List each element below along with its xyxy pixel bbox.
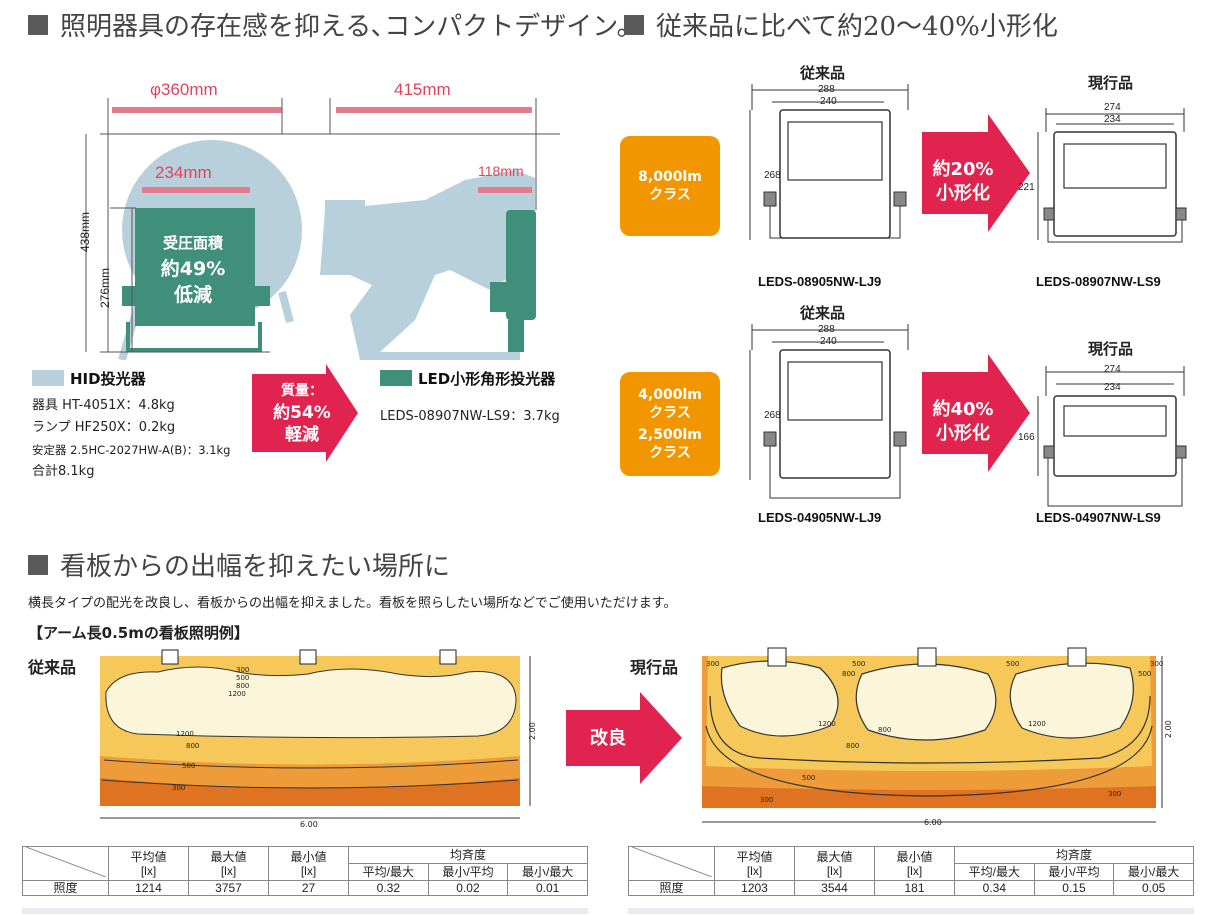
old-model-row1: LEDS-08905NW-LJ9 [758,274,882,289]
dim-width-234: 234mm [155,163,212,182]
improve-label: 改良 [590,728,626,749]
old-illuminance-table: 平均値[lx] 最大値[lx] 最小値[lx] 均斉度 平均/最大 最小/平均 … [22,846,588,896]
square-bullet-icon [28,554,48,575]
dim-diameter: φ360mm [150,80,218,99]
signboard-description: 横長タイプの配光を改良し、看板からの出幅を抑えました。看板を照らしたい場所などで… [28,596,677,611]
led-side-silhouette [506,210,536,320]
led-spec: LEDS-08907NW-LS9：3.7kg [380,409,560,424]
area-reduction-note: 受圧面積 約49% 低減 [160,234,226,306]
new-fixture-drawing-row2 [1037,366,1187,507]
square-bullet-icon [624,14,644,35]
old-label-row1: 従来品 [800,64,846,82]
square-bullet-icon [28,14,48,35]
section-title-comparison: 従来品に比べて約20〜40%小形化 [624,6,1058,43]
new-model-row1: LEDS-08907NW-LS9 [1036,274,1161,289]
old-model-row2: LEDS-04905NW-LJ9 [758,510,882,525]
new-label-row1: 現行品 [1088,74,1134,92]
old-fixture-drawing-row1 [749,84,909,240]
old-fixture-drawing-row2 [749,324,909,499]
dim-height-438: 438mm [78,211,92,252]
dim-depth-118: 118mm [478,163,524,179]
led-front-silhouette [135,208,255,326]
footer-bar-left [22,908,588,914]
dim-height-276: 276mm [98,267,112,308]
old-illuminance-map [100,649,531,819]
new-signboard-label: 現行品 [630,658,679,677]
example-title: 【アーム長0.5mの看板照明例】 [28,624,249,642]
hid-side-silhouette [320,170,535,360]
improve-arrow-icon [566,692,682,784]
old-width-label: 6.00 [300,820,318,829]
table-row: 照度 1203 3544 181 0.34 0.15 0.05 [628,880,1194,896]
old-height-label: 2.00 [528,722,537,740]
old-signboard-label: 従来品 [28,658,77,677]
new-illuminance-table: 平均値[lx] 最大値[lx] 最小値[lx] 均斉度 平均/最大 最小/平均 … [628,846,1194,896]
reduction-note-row2: 約40% 小形化 [932,399,994,444]
new-label-row2: 現行品 [1088,340,1134,358]
led-legend-swatch [380,370,412,386]
mass-reduction-arrow-icon [252,364,358,462]
led-legend-label: LED小形角形投光器 [418,370,556,388]
hid-spec-list: 器具 HT-4051X：4.8kg ランプ HF250X：0.2kg 安定器 2… [32,398,231,479]
new-fixture-drawing-row1 [1037,108,1187,243]
footer-bar-right [628,908,1194,914]
new-width-label: 6.00 [924,818,942,827]
table-row: 照度 1214 3757 27 0.32 0.02 0.01 [22,880,588,896]
section-title-compact: 照明器具の存在感を抑える､コンパクトデザイン。 [28,6,643,43]
hid-legend-label: HID投光器 [70,370,146,388]
reduction-arrow-row2-icon [922,354,1030,472]
compact-comparison-illustration [85,98,560,360]
class-badge-8000lm: 8,000lm クラス [620,136,720,236]
section-title-signboard: 看板からの出幅を抑えたい場所に [28,546,450,583]
new-illuminance-map [702,647,1163,823]
new-height-label: 2.00 [1164,720,1173,738]
mass-reduction-note: 質量： 約54% 軽減 [273,383,331,445]
reduction-arrow-row1-icon [922,114,1030,232]
new-model-row2: LEDS-04907NW-LS9 [1036,510,1161,525]
reduction-note-row1: 約20% 小形化 [932,159,994,204]
hid-legend-swatch [32,370,64,386]
class-badge-4000lm: 4,000lm クラス 2,500lm クラス [620,372,720,476]
dim-depth: 415mm [394,80,451,99]
old-label-row2: 従来品 [800,304,846,322]
